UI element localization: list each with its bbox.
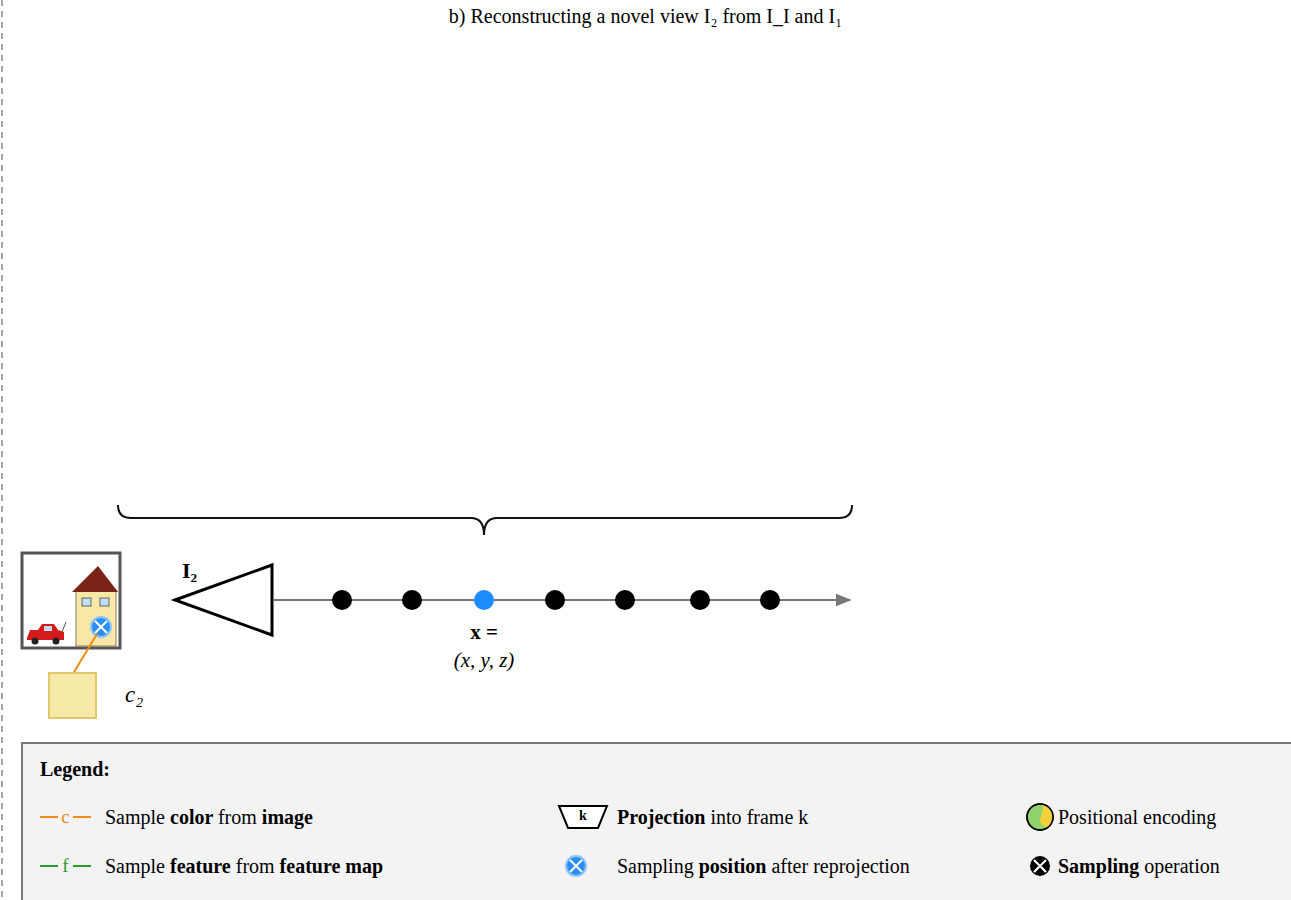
legend-entry: Sampling position after reprojection bbox=[617, 855, 910, 878]
legend-samples bbox=[40, 804, 1053, 876]
figure-title: b) Reconstructing a novel view I₂ from I… bbox=[0, 5, 1291, 28]
camera-label: I₂ bbox=[182, 558, 197, 583]
color-sample-line bbox=[74, 634, 97, 672]
color-sample-box: c₂ bbox=[48, 672, 97, 719]
legend-sample-letter: f bbox=[62, 855, 68, 877]
legend-entry: Sample color from image bbox=[105, 806, 313, 829]
point-label: x = bbox=[470, 620, 498, 644]
ray-samples bbox=[332, 590, 780, 610]
legend-entry: Positional encoding bbox=[1058, 806, 1216, 829]
legend-sample-letter: c bbox=[61, 806, 69, 828]
legend-heading: Legend: bbox=[40, 758, 110, 781]
legend-entry: Sampling operation bbox=[1058, 855, 1220, 878]
legend-entry: Projection into frame k bbox=[617, 806, 808, 829]
projection-frame-letter: k bbox=[579, 808, 587, 824]
node-label: c₂ bbox=[125, 682, 143, 708]
reprojection-sample bbox=[91, 617, 111, 637]
curly-brace bbox=[118, 505, 852, 535]
image-thumbnail bbox=[22, 553, 120, 648]
point-coordinates: (x, y, z) bbox=[454, 648, 515, 672]
legend-box bbox=[22, 743, 1291, 900]
panel-divider bbox=[1, 0, 3, 900]
legend-entry: Sample feature from feature map bbox=[105, 855, 383, 878]
